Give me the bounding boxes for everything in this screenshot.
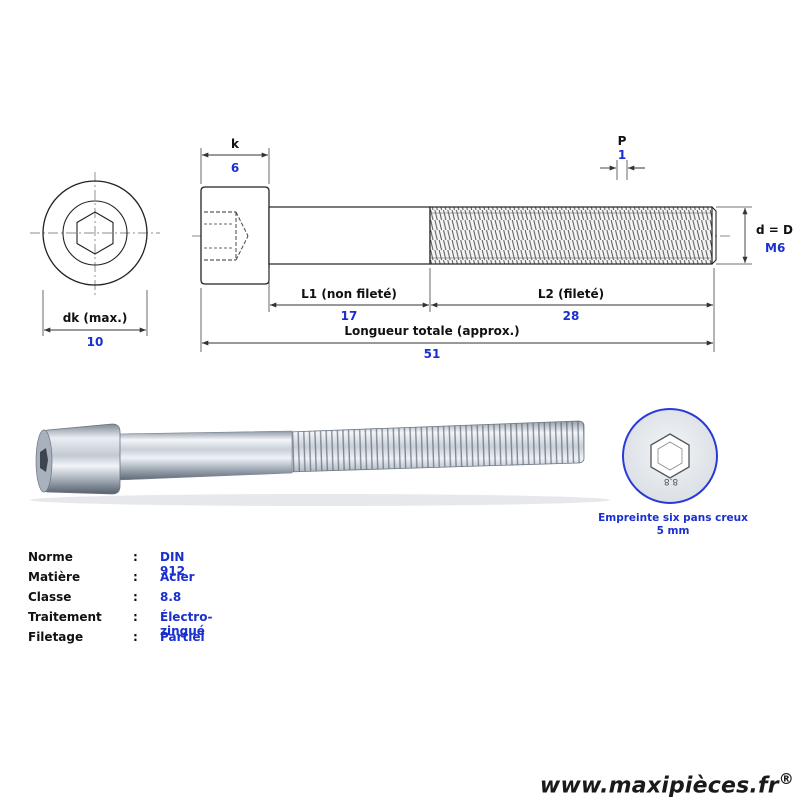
spec-label: Filetage — [28, 630, 84, 644]
l1-value: 17 — [341, 309, 358, 323]
bolt-photo — [30, 420, 610, 506]
dk-label: dk (max.) — [63, 311, 128, 325]
pitch-dimension — [600, 160, 645, 180]
site-watermark: www.maxipièces.fr® — [540, 770, 794, 798]
diameter-dimension — [716, 206, 752, 265]
dk-value: 10 — [87, 335, 104, 349]
spec-label: Norme — [28, 550, 73, 564]
spec-label: Classe — [28, 590, 72, 604]
drive-caption-line1: Empreinte six pans creux — [598, 512, 748, 524]
l2-value: 28 — [563, 309, 580, 323]
diameter-label: d = D — [756, 223, 793, 237]
drive-detail-circle — [622, 408, 718, 504]
pitch-value: 1 — [618, 148, 626, 162]
l1-label: L1 (non fileté) — [301, 287, 397, 301]
spec-separator: : — [133, 590, 138, 604]
k-value: 6 — [231, 161, 239, 175]
head-marking: 8.8 — [664, 476, 679, 486]
spec-value: Acier — [160, 570, 195, 584]
watermark-text: www.maxipièces.fr — [539, 773, 779, 798]
total-length-label: Longueur totale (approx.) — [344, 324, 519, 338]
pitch-label: P — [618, 134, 627, 148]
l2-label: L2 (fileté) — [538, 287, 604, 301]
spec-separator: : — [133, 630, 138, 644]
k-dimension — [200, 148, 270, 184]
total-length-value: 51 — [424, 347, 441, 361]
spec-separator: : — [133, 550, 138, 564]
spec-value: Électro-zingué — [160, 610, 213, 638]
length-dimensions — [200, 268, 715, 352]
bolt-side-view — [192, 186, 730, 285]
spec-label: Traitement — [28, 610, 102, 624]
diameter-value: M6 — [765, 241, 785, 255]
drive-caption-line2: 5 mm — [657, 525, 690, 537]
head-end-view — [30, 172, 160, 336]
spec-value: Partiel — [160, 630, 205, 644]
spec-value: DIN 912 — [160, 550, 186, 578]
spec-label: Matière — [28, 570, 81, 584]
spec-separator: : — [133, 570, 138, 584]
spec-separator: : — [133, 610, 138, 624]
k-label: k — [231, 137, 240, 151]
spec-value: 8.8 — [160, 590, 182, 604]
registered-mark: ® — [778, 769, 794, 788]
